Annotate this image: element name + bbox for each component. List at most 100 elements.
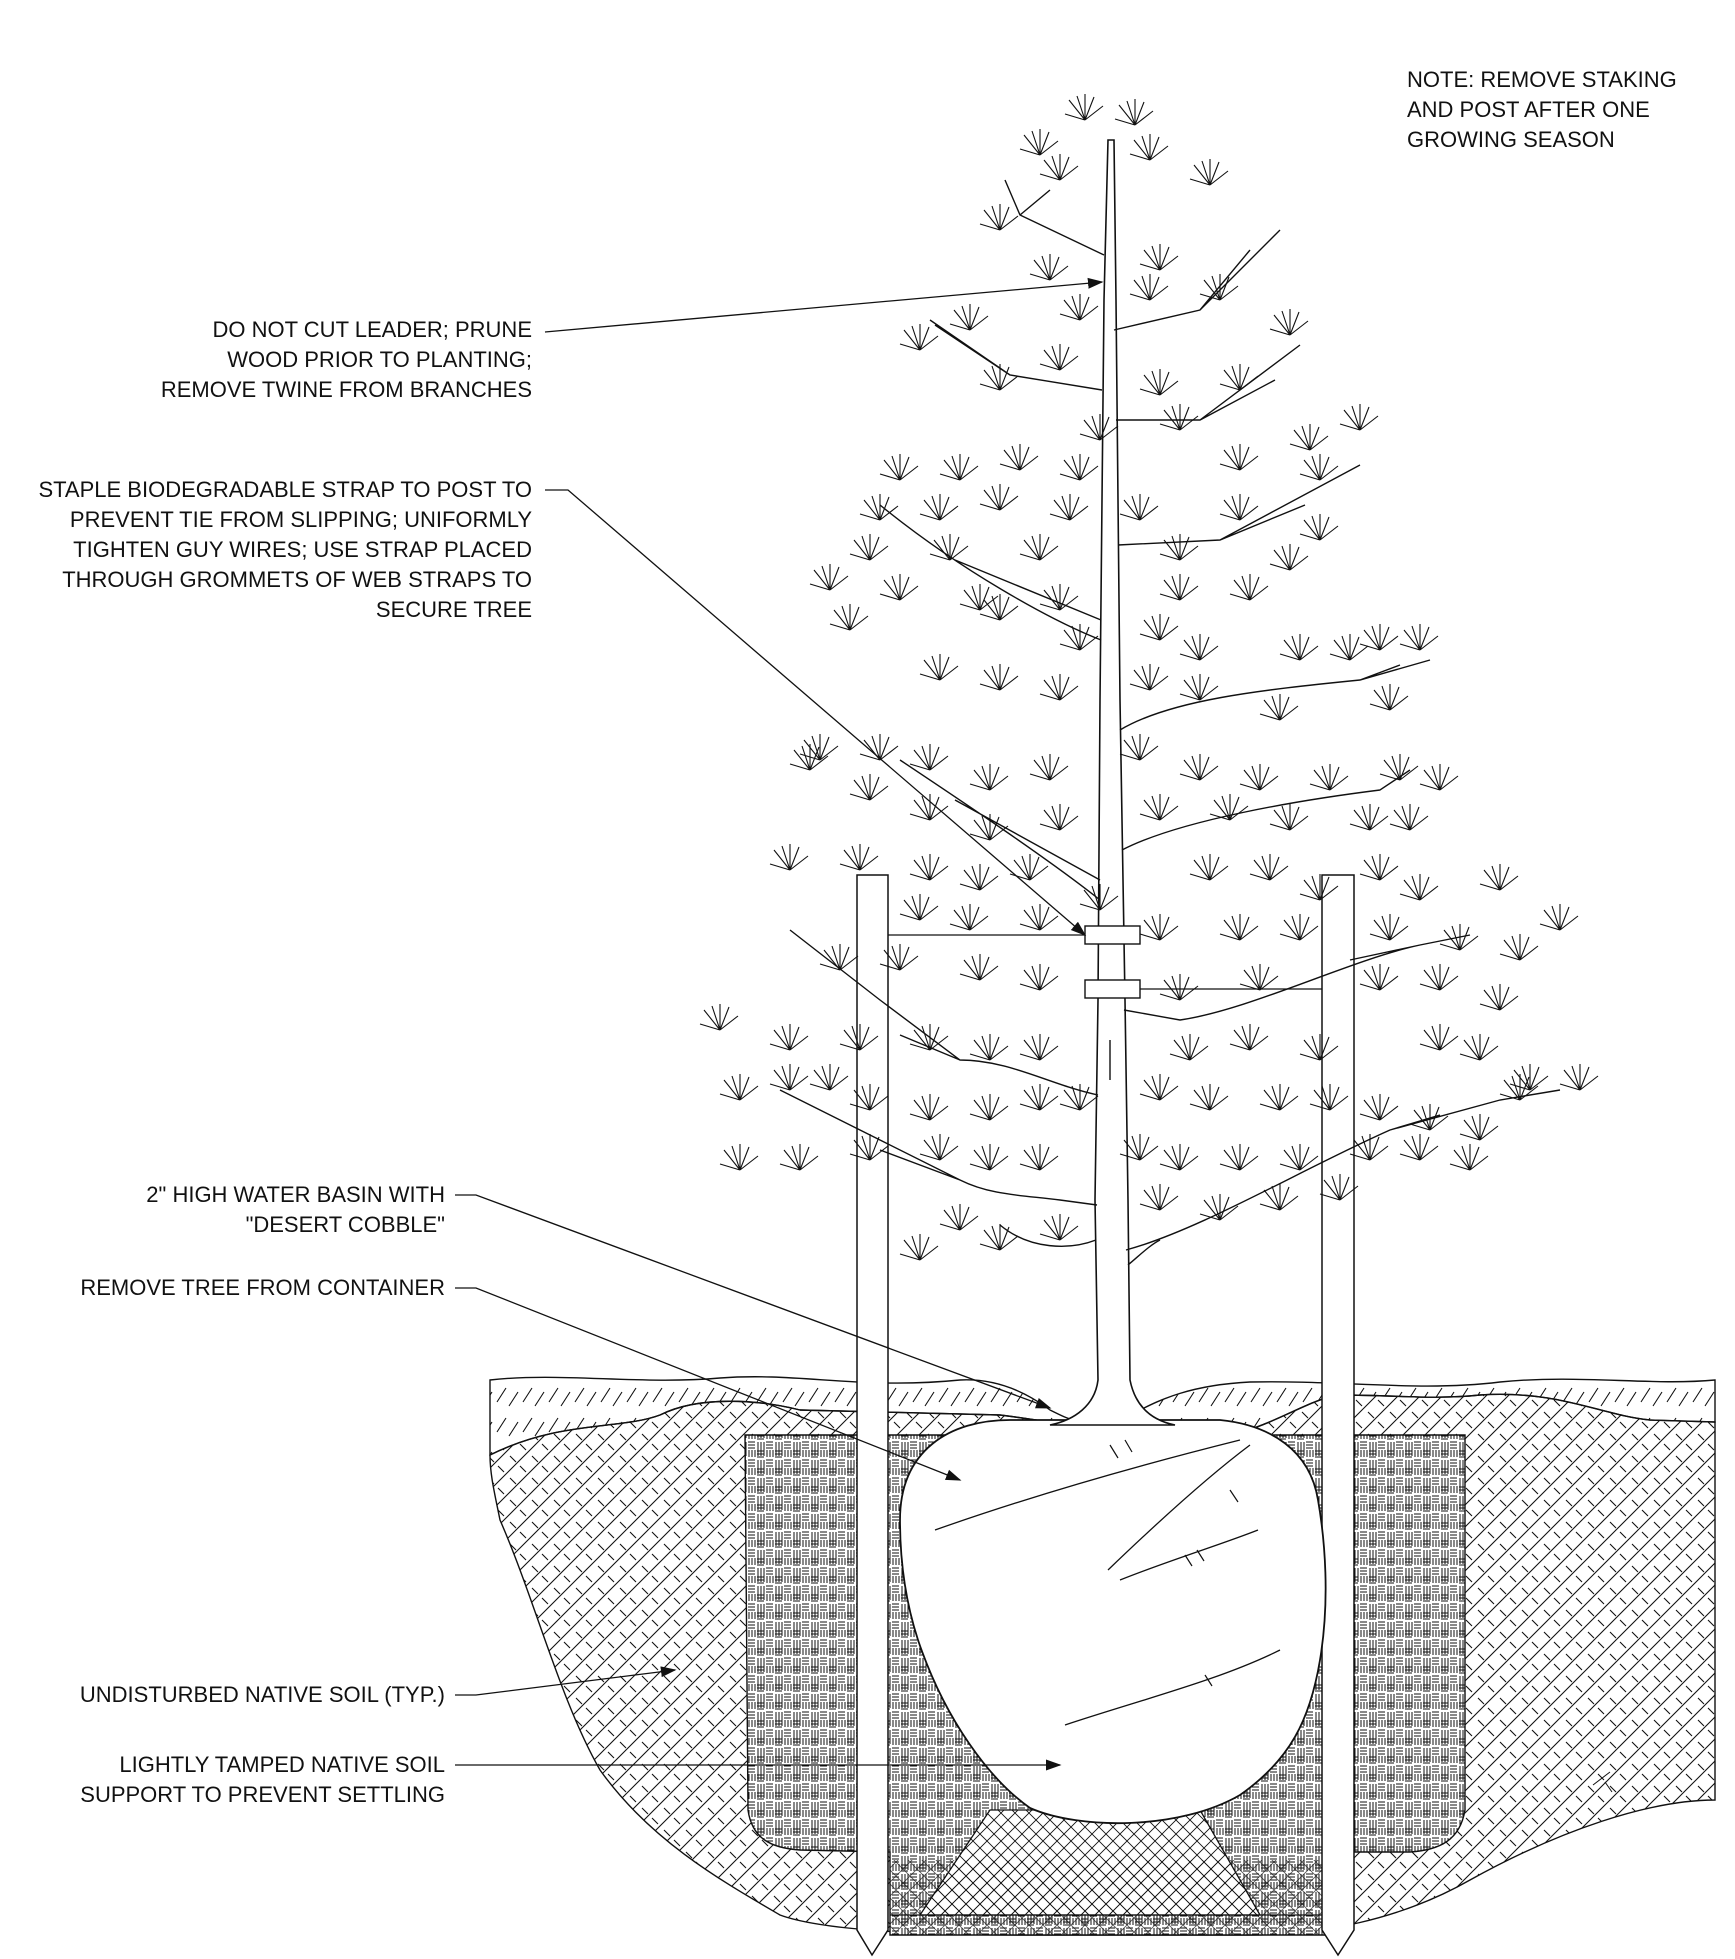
needle-tuft [859, 494, 899, 521]
needle-tuft [1159, 574, 1199, 601]
needle-tuft [1339, 404, 1379, 431]
needle-tuft [1169, 1034, 1209, 1061]
needle-tuft [1309, 764, 1349, 791]
needle-tuft [1239, 764, 1279, 791]
needle-tuft [809, 1064, 849, 1091]
needle-tuft [1059, 454, 1099, 481]
needle-tuft [899, 894, 939, 921]
needle-tuft [1129, 134, 1169, 161]
needle-tuft [1419, 764, 1459, 791]
needle-tuft [1299, 514, 1339, 541]
upper-tree-strap [1084, 925, 1141, 945]
needle-tuft [1279, 634, 1319, 661]
note-remove-staking: NOTE: REMOVE STAKING AND POST AFTER ONE … [1407, 67, 1677, 152]
needle-tuft [779, 1144, 819, 1171]
needle-tuft [1079, 414, 1119, 441]
lower-tree-strap [1084, 979, 1141, 999]
needle-tuft [1059, 1084, 1099, 1111]
needle-tuft [939, 1204, 979, 1231]
needle-tuft [979, 484, 1019, 511]
needle-tuft [979, 1224, 1019, 1251]
needle-tuft [969, 764, 1009, 791]
needle-tuft [909, 744, 949, 771]
needle-tuft [1279, 914, 1319, 941]
needle-tuft [769, 844, 809, 871]
needle-tuft [1409, 1104, 1449, 1131]
needle-tuft [1009, 854, 1049, 881]
needle-tuft [829, 604, 869, 631]
needle-tuft [1019, 129, 1059, 156]
needle-tuft [1019, 1034, 1059, 1061]
needle-tuft [1159, 404, 1199, 431]
needle-tuft [1029, 254, 1069, 281]
needle-tuft [1359, 854, 1399, 881]
needle-tuft [1359, 1094, 1399, 1121]
note-water-basin: 2" HIGH WATER BASIN WITH "DESERT COBBLE" [146, 1182, 445, 1237]
needle-tuft [919, 1134, 959, 1161]
needle-tuft [1059, 294, 1099, 321]
needle-tuft [769, 1024, 809, 1051]
needle-tuft [719, 1074, 759, 1101]
needle-tuft [1019, 964, 1059, 991]
needle-tuft [909, 1024, 949, 1051]
needle-tuft [1309, 1084, 1349, 1111]
needle-tuft [1369, 914, 1409, 941]
needle-tuft [909, 794, 949, 821]
needle-tuft [909, 1094, 949, 1121]
needle-tuft [1269, 309, 1309, 336]
leader-line-container [455, 1287, 962, 1481]
needle-tuft [849, 534, 889, 561]
needle-tuft [1299, 1034, 1339, 1061]
needle-tuft [949, 904, 989, 931]
leader-line-basin [455, 1194, 1052, 1409]
note-prune-leader: DO NOT CUT LEADER; PRUNE WOOD PRIOR TO P… [160, 317, 532, 402]
needle-tuft [1539, 904, 1579, 931]
leader-lines [455, 277, 1104, 1771]
needle-tuft [1139, 794, 1179, 821]
needle-tuft [909, 854, 949, 881]
needle-tuft [959, 584, 999, 611]
needle-tuft [1039, 1214, 1079, 1241]
needle-tuft [1219, 444, 1259, 471]
needle-tuft [1139, 1074, 1179, 1101]
needle-tuft [1249, 854, 1289, 881]
needle-tuft [959, 954, 999, 981]
needle-tuft [979, 204, 1019, 231]
needle-tuft [1369, 684, 1409, 711]
needle-tuft [1079, 884, 1119, 911]
needle-tuft [1329, 634, 1369, 661]
needle-tuft [849, 774, 889, 801]
needle-tuft [1199, 274, 1239, 301]
needle-tuft [1269, 544, 1309, 571]
needle-tuft [939, 454, 979, 481]
needle-tuft [969, 1144, 1009, 1171]
needle-tuft [959, 864, 999, 891]
needle-tuft [1459, 1034, 1499, 1061]
root-ball [899, 1419, 1327, 1825]
needle-tuft [1139, 1184, 1179, 1211]
needle-tuft [1179, 674, 1219, 701]
needle-tuft [1039, 584, 1079, 611]
needle-tuft [1399, 624, 1439, 651]
needle-tuft [979, 594, 1019, 621]
needle-tuft [859, 734, 899, 761]
tree-trunk [1049, 139, 1176, 1426]
needle-tuft [899, 324, 939, 351]
note-staple-strap: STAPLE BIODEGRADABLE STRAP TO POST TO PR… [38, 477, 532, 622]
needle-tuft [1479, 864, 1519, 891]
note-tamped-soil: LIGHTLY TAMPED NATIVE SOIL SUPPORT TO PR… [80, 1752, 445, 1807]
needle-tuft [1159, 534, 1199, 561]
needle-tuft [1479, 984, 1519, 1011]
needle-tuft [999, 444, 1039, 471]
needle-tuft [1129, 664, 1169, 691]
needle-tuft [1179, 634, 1219, 661]
needle-tuft [1499, 1074, 1539, 1101]
needle-tuft [1509, 1064, 1549, 1091]
needle-tuft [1199, 1194, 1239, 1221]
needle-tuft [1399, 874, 1439, 901]
needle-tuft [1259, 694, 1299, 721]
needle-tuft [1139, 369, 1179, 396]
needle-tuft [1299, 454, 1339, 481]
needle-tuft [849, 1084, 889, 1111]
